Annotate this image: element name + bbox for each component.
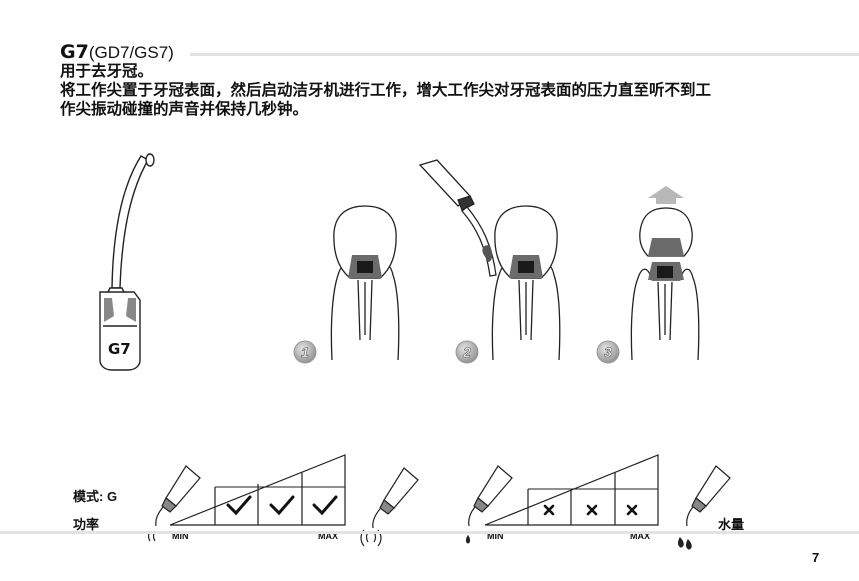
handpiece-water-max-icon (678, 465, 731, 550)
step-number-3: 3 (604, 344, 612, 360)
power-check-marks (226, 495, 338, 516)
header-rule (190, 53, 859, 56)
power-max-label: MAX (318, 531, 338, 541)
water-max-label: MAX (630, 531, 650, 541)
handpiece-max-icon (360, 467, 419, 547)
power-level-gauge (169, 454, 346, 526)
scaler-tip-label: G7 (108, 340, 131, 358)
page-title: G7(GD7/GS7) (60, 42, 174, 63)
handpiece-water-min-icon (465, 465, 513, 544)
tooth-step-3 (630, 207, 700, 361)
step-number-2: 2 (462, 344, 471, 360)
check-icon (226, 495, 252, 516)
step-badge-3: 3 (596, 340, 620, 364)
water-label: 水量 (718, 517, 745, 532)
tip-code: G7 (60, 41, 89, 63)
power-label: 功率 (73, 517, 100, 532)
cross-icon (543, 504, 555, 516)
lift-arrow-icon (648, 186, 684, 204)
tooth-step-2 (418, 159, 561, 361)
step-badge-2: 2 (455, 340, 479, 364)
cross-icon (626, 504, 638, 516)
description-line-3: 作尖振动碰撞的声音并保持几秒钟。 (60, 101, 309, 118)
water-min-label: MIN (487, 531, 504, 541)
mode-label: 模式: G (73, 489, 118, 504)
check-icon (269, 495, 295, 516)
power-min-label: MIN (172, 531, 189, 541)
page-number: 7 (812, 550, 820, 565)
description-line-1: 用于去牙冠。 (60, 63, 154, 80)
check-icon (312, 495, 338, 516)
water-cross-marks (543, 504, 638, 516)
scaler-tip-illustration (99, 153, 155, 371)
tooth-step-1 (330, 205, 400, 361)
step-badge-1: 1 (293, 340, 317, 364)
description-line-2: 将工作尖置于牙冠表面，然后启动洁牙机进行工作，增大工作尖对牙冠表面的压力直至听不… (60, 82, 712, 99)
handpiece-min-icon (147, 465, 201, 542)
tip-variants: (GD7/GS7) (88, 43, 174, 62)
footer-rule (0, 531, 859, 534)
water-level-gauge (484, 454, 659, 526)
cross-icon (586, 504, 598, 516)
step-number-1: 1 (301, 344, 309, 360)
